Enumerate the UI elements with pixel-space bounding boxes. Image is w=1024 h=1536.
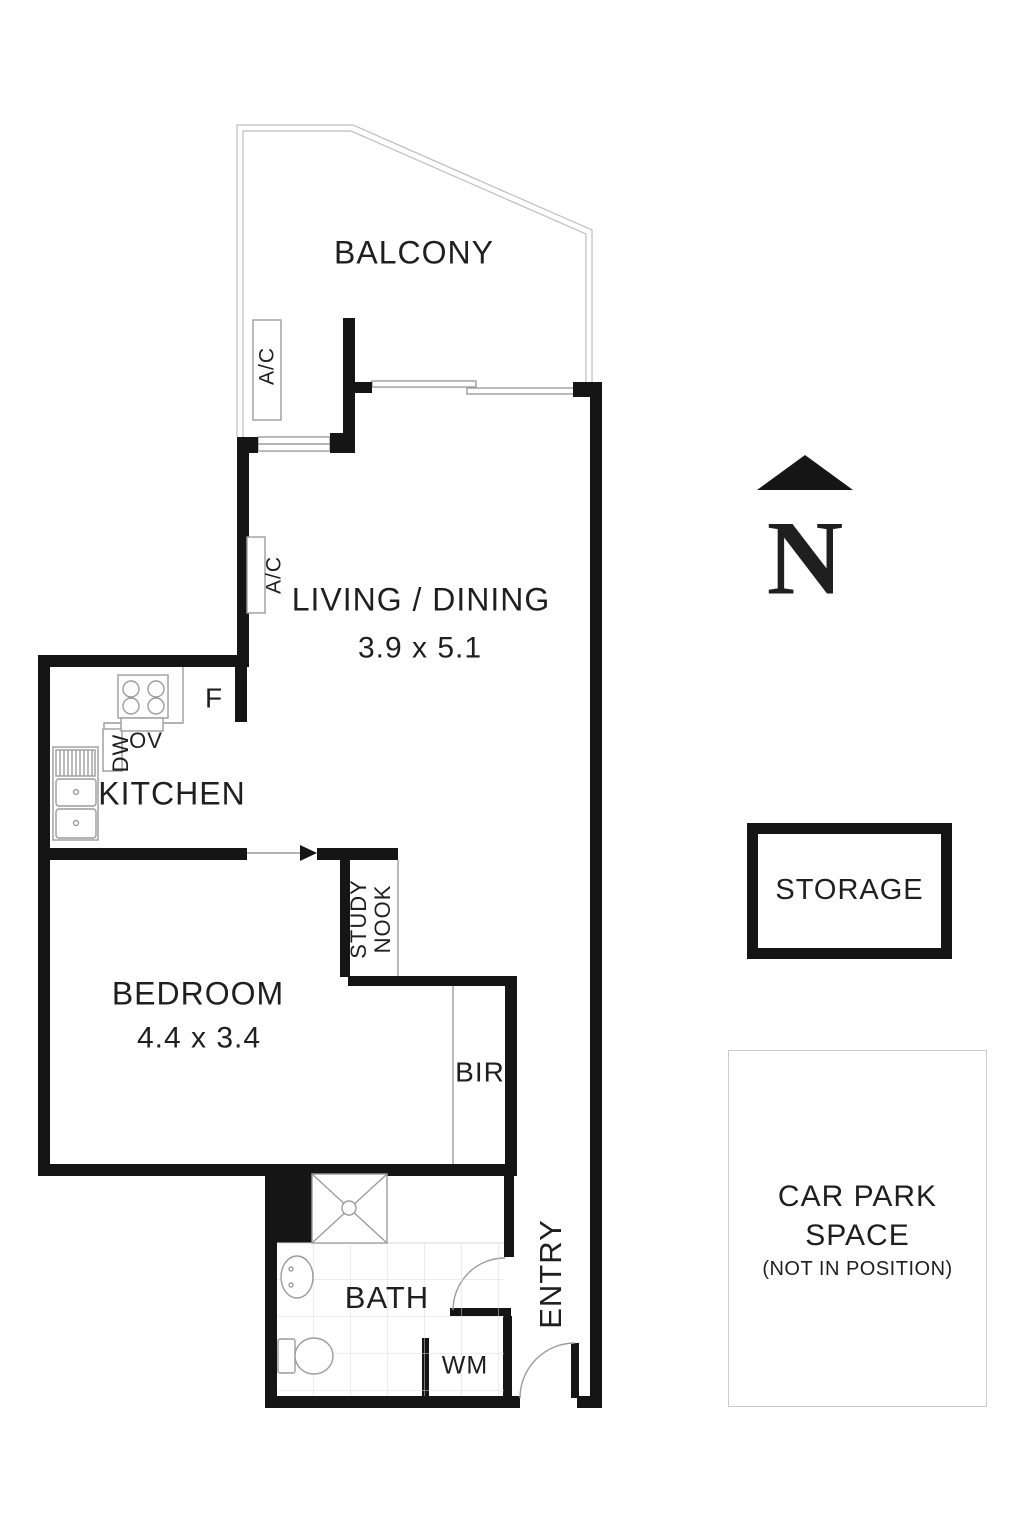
- car-park-line1: CAR PARK: [777, 1179, 938, 1213]
- study-nook-line1: STUDY: [345, 879, 371, 959]
- storage-label: STORAGE: [775, 874, 924, 907]
- wall-segment: [237, 437, 258, 453]
- car-park-note: (NOT IN POSITION): [762, 1257, 953, 1280]
- entry-door-leaf: [571, 1343, 579, 1398]
- balcony-label: BALCONY: [334, 234, 494, 271]
- kitchen-label: KITCHEN: [98, 775, 246, 812]
- wm-label: WM: [441, 1351, 489, 1380]
- balcony-outline-outer: [236, 124, 593, 437]
- study-nook-line2: NOOK: [370, 884, 395, 954]
- bath-label: BATH: [344, 1279, 430, 1315]
- entry-door-arc: [519, 1342, 576, 1399]
- wall-segment: [38, 1164, 517, 1176]
- north-arrow-icon: [757, 455, 853, 490]
- wall-segment: [355, 382, 372, 393]
- balcony-outline-inner: [242, 130, 587, 437]
- shower: [311, 1173, 388, 1244]
- ac-balcony-label: A/C: [255, 346, 279, 386]
- wall-segment: [348, 976, 517, 986]
- bedroom-dimensions: 4.4 x 3.4: [136, 1021, 262, 1055]
- cooktop: [117, 674, 169, 719]
- living-dining-dimensions: 3.9 x 5.1: [357, 631, 483, 665]
- wall-segment: [235, 667, 247, 722]
- compass-north-letter: N: [766, 499, 844, 617]
- bedroom-entry-arrow: [247, 845, 317, 861]
- bath-basin: [280, 1255, 314, 1299]
- wall-segment: [237, 453, 249, 667]
- wall-segment: [340, 860, 350, 977]
- wall-segment: [343, 318, 355, 453]
- oven-box: [120, 717, 164, 732]
- wall-segment-right-exterior: [590, 397, 602, 1408]
- wall-segment: [317, 848, 398, 860]
- bir-label: BIR: [455, 1056, 505, 1088]
- wall-segment: [38, 655, 249, 667]
- balcony-window: [257, 436, 331, 452]
- wall-segment: [265, 1176, 312, 1243]
- study-nook-label: STUDY NOOK: [345, 879, 395, 959]
- dishwasher-label: DW: [107, 733, 133, 773]
- fridge-label: F: [204, 682, 224, 714]
- ac-unit-balcony: [252, 319, 282, 421]
- car-park-line2: SPACE: [805, 1218, 910, 1252]
- ac-unit-living: [246, 536, 266, 614]
- ac-living-label: A/C: [262, 555, 286, 595]
- wall-segment: [265, 1396, 520, 1408]
- car-park-box: CAR PARK SPACE (NOT IN POSITION): [728, 1050, 987, 1407]
- wall-segment: [504, 1176, 514, 1257]
- wall-segment: [503, 1316, 512, 1408]
- dishwasher-box: [102, 728, 123, 772]
- sliding-door: [371, 380, 578, 395]
- kitchen-sink: [52, 746, 99, 841]
- wall-segment: [577, 1396, 602, 1408]
- living-dining-label: LIVING / DINING: [291, 581, 551, 618]
- storage-box: STORAGE: [747, 823, 952, 959]
- entry-label: ENTRY: [532, 1219, 568, 1329]
- wall-segment: [573, 382, 602, 397]
- toilet: [277, 1337, 334, 1375]
- wall-segment: [38, 848, 247, 860]
- oven-label: OV: [129, 727, 163, 753]
- wall-segment: [505, 976, 517, 1176]
- wall-segment-left-exterior: [38, 667, 50, 1176]
- bedroom-label: BEDROOM: [111, 975, 285, 1012]
